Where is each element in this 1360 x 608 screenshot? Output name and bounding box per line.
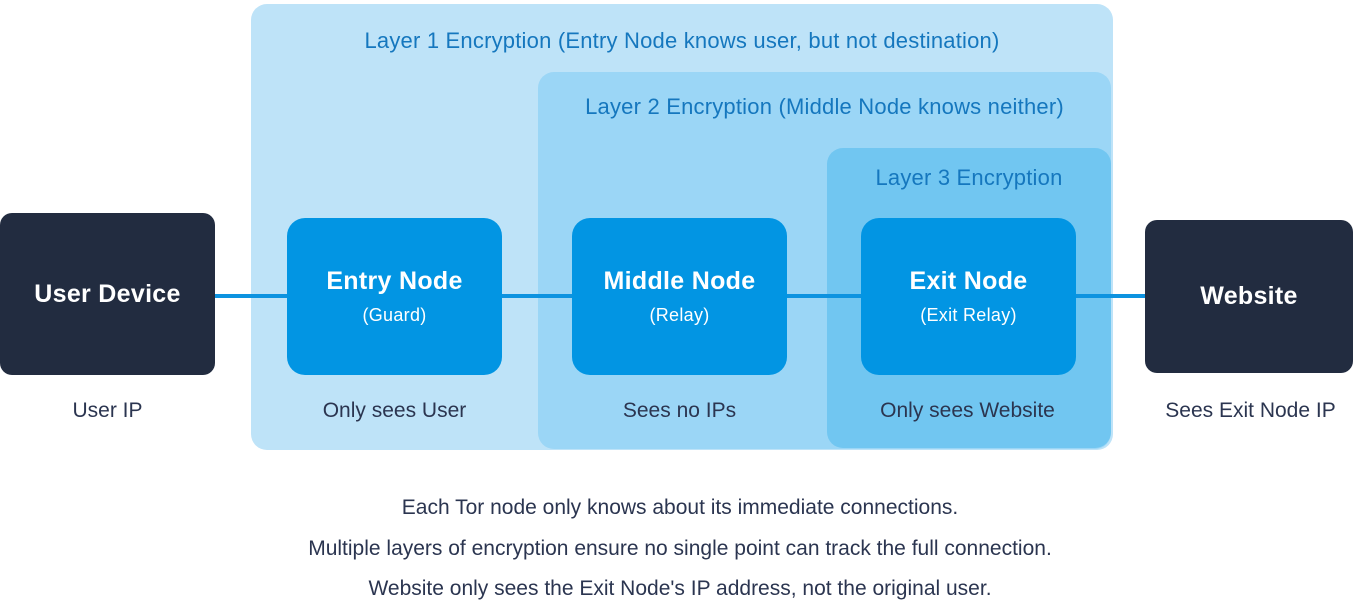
layer-2-label: Layer 2 Encryption (Middle Node knows ne… [585, 94, 1064, 119]
footer-line-1: Each Tor node only knows about its immed… [401, 496, 959, 519]
caption-user-ip: User IP [72, 399, 143, 422]
layer-3-label: Layer 3 Encryption [875, 165, 1063, 190]
website-box: Website [1145, 220, 1353, 373]
middle-node-subtitle: (Relay) [649, 305, 710, 325]
middle-node-title: Middle Node [603, 267, 756, 295]
caption-website: Sees Exit Node IP [1165, 399, 1336, 422]
user-device-label: User Device [34, 279, 181, 308]
footer-line-3: Website only sees the Exit Node's IP add… [368, 577, 992, 600]
exit-node-subtitle: (Exit Relay) [920, 305, 1017, 325]
exit-node-box: Exit Node (Exit Relay) [861, 218, 1076, 375]
caption-exit-node: Only sees Website [880, 399, 1055, 422]
footer-note: Each Tor node only knows about its immed… [0, 488, 1360, 608]
website-label: Website [1200, 282, 1298, 310]
entry-node-subtitle: (Guard) [362, 305, 427, 325]
caption-entry-node: Only sees User [322, 399, 467, 422]
middle-node-box: Middle Node (Relay) [572, 218, 787, 375]
exit-node-title: Exit Node [909, 267, 1028, 295]
entry-node-box: Entry Node (Guard) [287, 218, 502, 375]
caption-middle-node: Sees no IPs [622, 399, 737, 422]
layer-1-label: Layer 1 Encryption (Entry Node knows use… [364, 28, 1000, 53]
user-device-box: User Device [0, 213, 215, 375]
footer-line-2: Multiple layers of encryption ensure no … [308, 536, 1052, 560]
entry-node-title: Entry Node [326, 267, 463, 295]
